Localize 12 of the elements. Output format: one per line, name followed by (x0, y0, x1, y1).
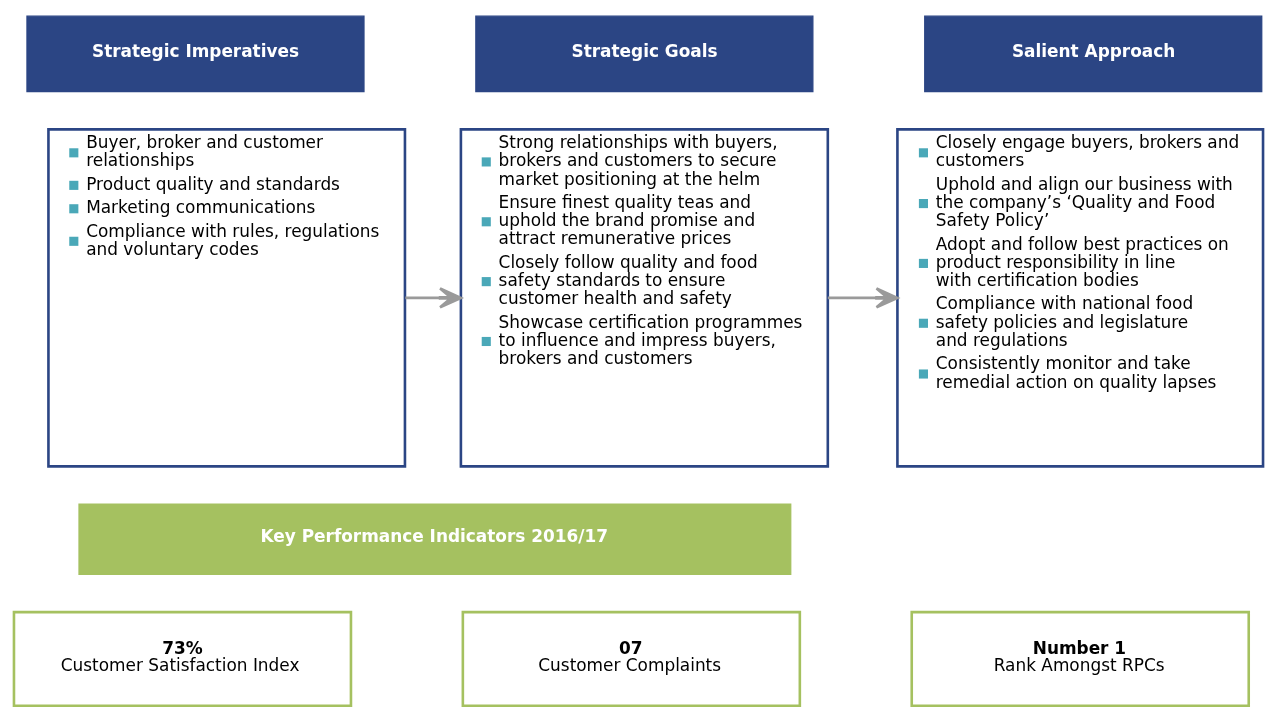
node-box: Key Performance Indicators 2016/17 (78, 503, 792, 576)
arrow (827, 287, 899, 309)
node-box: Strategic Imperatives (26, 15, 365, 93)
node-box: Salient Approach (924, 15, 1263, 93)
node-box: Strategic Goals (475, 15, 814, 93)
node-box: Closely engage buyers, brokers and customers Uphold and align our business with the company’s ‘Quality and Food Safety Policy’ Adopt and follow best practices on product responsibility in line with certification bodies Compliance with national food safety policies and legislature and regulations Consistently monitor and take remedial action on quality lapses (896, 128, 1265, 468)
node-box: 07 Customer Complaints (461, 610, 802, 708)
node-box: Number 1 Rank Amongst RPCs (910, 610, 1250, 708)
arrow (405, 287, 463, 309)
node-box: Buyer, broker and customer relationships Product quality and standards Marketing communications Compliance with rules, regulations and voluntary codes (47, 128, 407, 468)
node-box: Strong relationships with buyers, brokers and customers to secure market positioning at the helm Ensure finest quality teas and uphold the brand promise and attract remunerative prices Closely follow quality and food safety standards to ensure customer health and safety Showcase certification programmes to influence and impress buyers, brokers and customers (459, 128, 830, 468)
node-box: 73% Customer Satisfaction Index (12, 610, 353, 708)
